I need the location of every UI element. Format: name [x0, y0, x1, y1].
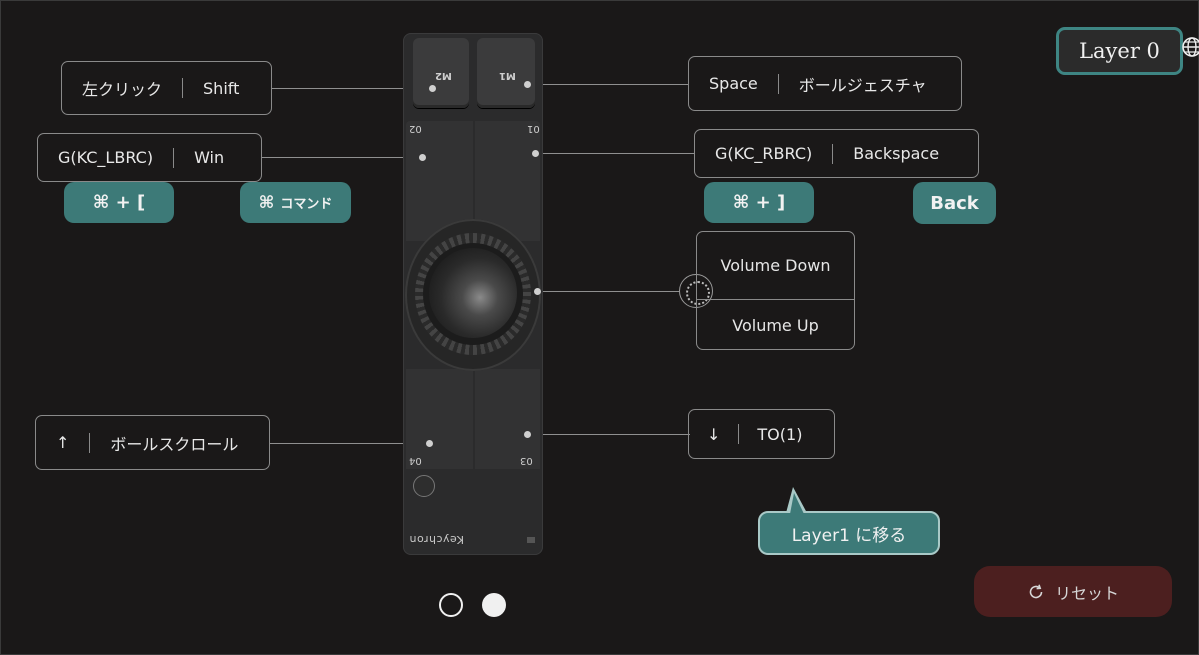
connector-02 — [262, 157, 422, 158]
mapping-01[interactable]: G(KC_RBRC) Backspace — [694, 129, 979, 178]
status-led — [527, 537, 535, 543]
mapping-02-secondary: Win — [194, 148, 225, 167]
mapping-m1[interactable]: Space ボールジェスチャ — [688, 56, 962, 111]
key-01-label: 01 — [527, 123, 540, 134]
reset-label: リセット — [1054, 583, 1119, 603]
connector-knob — [538, 291, 680, 292]
separator — [182, 78, 184, 98]
mapping-m2-primary: 左クリック — [82, 80, 163, 99]
hint-cmd-rbrc: ⌘ + ] — [704, 182, 814, 223]
mapping-m1-primary: Space — [709, 74, 758, 93]
mapping-02-primary: G(KC_LBRC) — [58, 148, 154, 167]
layer-tooltip: Layer1 に移る — [758, 511, 940, 555]
connector-m2 — [272, 88, 432, 89]
separator — [738, 424, 740, 444]
mapping-03[interactable]: ↓ TO(1) — [688, 409, 835, 459]
anchor-03 — [524, 431, 531, 438]
separator — [89, 432, 91, 453]
connector-03 — [528, 434, 690, 435]
mapping-knob[interactable]: Volume Down Volume Up — [696, 231, 855, 350]
mapping-03-primary: ↓ — [707, 424, 721, 444]
mapping-01-secondary: Backspace — [853, 144, 940, 163]
mapping-04-secondary: ボールスクロール — [110, 434, 239, 454]
key-03[interactable]: 03 — [475, 369, 540, 469]
anchor-02 — [419, 154, 426, 161]
key-m2[interactable]: M2 — [413, 38, 469, 108]
mapping-m2-secondary: Shift — [203, 78, 240, 98]
knob-ccw[interactable]: Volume Down — [697, 232, 854, 300]
hint-cmd-lbrc: ⌘ + [ — [64, 182, 174, 223]
mapping-04[interactable]: ↑ ボールスクロール — [35, 415, 270, 470]
key-02-label: 02 — [409, 123, 422, 134]
connector-04 — [270, 443, 430, 444]
mapping-m2[interactable]: 左クリック Shift — [61, 61, 272, 115]
anchor-knob — [534, 288, 541, 295]
anchor-01 — [532, 150, 539, 157]
knob-cw[interactable]: Volume Up — [732, 315, 819, 335]
anchor-m1 — [524, 81, 531, 88]
layer-indicator[interactable]: Layer 0 — [1056, 27, 1183, 75]
key-m2-label: M2 — [435, 70, 452, 81]
pager-dot-1[interactable] — [439, 593, 463, 617]
connector-m1 — [527, 84, 689, 85]
hint-command-text: コマンド — [280, 197, 333, 212]
globe-icon-svg — [1182, 37, 1199, 57]
mapping-04-primary: ↑ — [56, 433, 70, 452]
mapping-02[interactable]: G(KC_LBRC) Win — [37, 133, 262, 182]
command-icon: ⌘ — [258, 192, 275, 213]
small-button[interactable] — [413, 475, 435, 497]
pager-dot-2[interactable] — [482, 593, 506, 617]
trackball[interactable] — [429, 248, 517, 338]
mapping-01-primary: G(KC_RBRC) — [715, 144, 813, 163]
mapping-m1-secondary: ボールジェスチャ — [798, 75, 927, 95]
reset-icon — [1029, 584, 1043, 598]
reset-button[interactable]: リセット — [974, 566, 1172, 617]
separator — [832, 143, 834, 164]
globe-icon[interactable] — [1181, 36, 1199, 64]
key-m1-label: M1 — [499, 70, 516, 81]
key-m1[interactable]: M1 — [477, 38, 535, 108]
brand-logo: Keychron — [409, 533, 464, 546]
anchor-04 — [426, 440, 433, 447]
mapping-03-secondary: TO(1) — [757, 424, 803, 444]
key-04[interactable]: 04 — [406, 369, 473, 469]
separator — [777, 73, 779, 94]
keychron-device: M2 M1 02 01 04 03 Keychron — [403, 33, 543, 555]
connector-01 — [535, 153, 695, 154]
key-03-label: 03 — [520, 455, 533, 466]
key-04-label: 04 — [409, 455, 422, 466]
separator — [173, 147, 175, 168]
hint-cmd-command: ⌘ コマンド — [240, 182, 351, 223]
hint-back: Back — [913, 182, 996, 224]
tooltip-tail-inner — [790, 493, 804, 514]
anchor-m2 — [429, 85, 436, 92]
